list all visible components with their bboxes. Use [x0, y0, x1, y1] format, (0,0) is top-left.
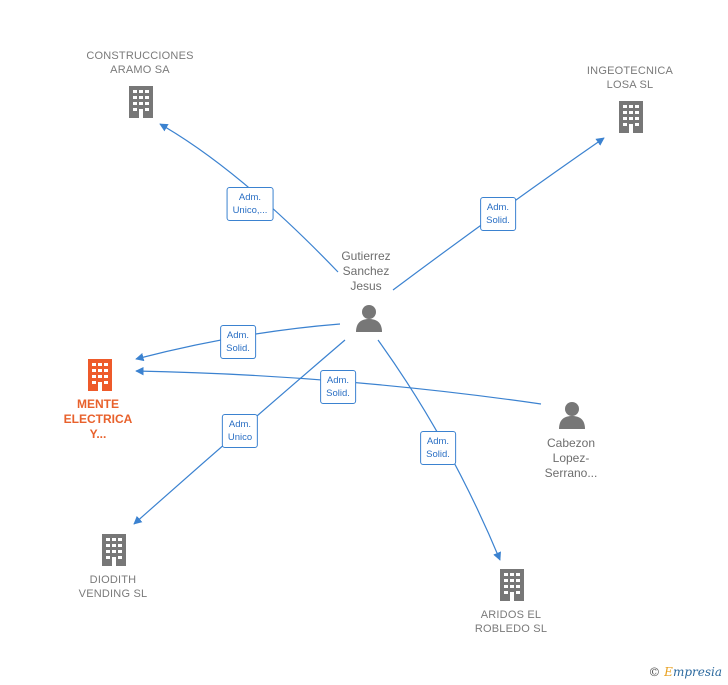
building-icon[interactable]	[99, 533, 129, 567]
node-label-gutierrez-sanchez: Gutierrez Sanchez Jesus	[341, 249, 391, 293]
edge-label-adm-unico-construcciones[interactable]: Adm. Unico,...	[226, 187, 274, 221]
brand-name: mpresia	[672, 665, 722, 679]
building-icon[interactable]	[85, 358, 115, 392]
building-icon[interactable]	[497, 568, 527, 602]
person-icon[interactable]	[557, 400, 587, 430]
edge-label-adm-solid-ingeotecnica[interactable]: Adm. Solid.	[480, 197, 516, 231]
person-icon[interactable]	[354, 303, 384, 333]
building-icon[interactable]	[126, 85, 156, 119]
node-label-mente-electrica: MENTE ELECTRICA Y...	[63, 397, 133, 441]
edge-label-adm-solid-mente-cabezon[interactable]: Adm. Solid.	[320, 370, 356, 404]
edge-label-adm-solid-mente-gutierrez[interactable]: Adm. Solid.	[220, 325, 256, 359]
node-label-diodith-vending: DIODITH VENDING SL	[78, 574, 148, 600]
building-icon[interactable]	[616, 100, 646, 134]
edge-gutierrez-construcciones[interactable]	[159, 123, 339, 273]
node-label-construcciones-aramo: CONSTRUCCIONES ARAMO SA	[86, 50, 194, 76]
node-label-cabezon-lopez: Cabezon Lopez- Serrano...	[544, 436, 598, 480]
edge-label-adm-unico-diodith[interactable]: Adm. Unico	[221, 414, 259, 448]
copyright-icon: ©	[648, 665, 661, 679]
empresia-watermark: © Empresia	[648, 665, 722, 679]
edge-label-adm-solid-aridos[interactable]: Adm. Solid.	[420, 431, 456, 465]
node-label-aridos-robledo: ARIDOS EL ROBLEDO SL	[474, 609, 548, 635]
node-label-ingeotecnica-losa: INGEOTECNICA LOSA SL	[586, 65, 674, 91]
brand-initial: E	[664, 665, 673, 679]
